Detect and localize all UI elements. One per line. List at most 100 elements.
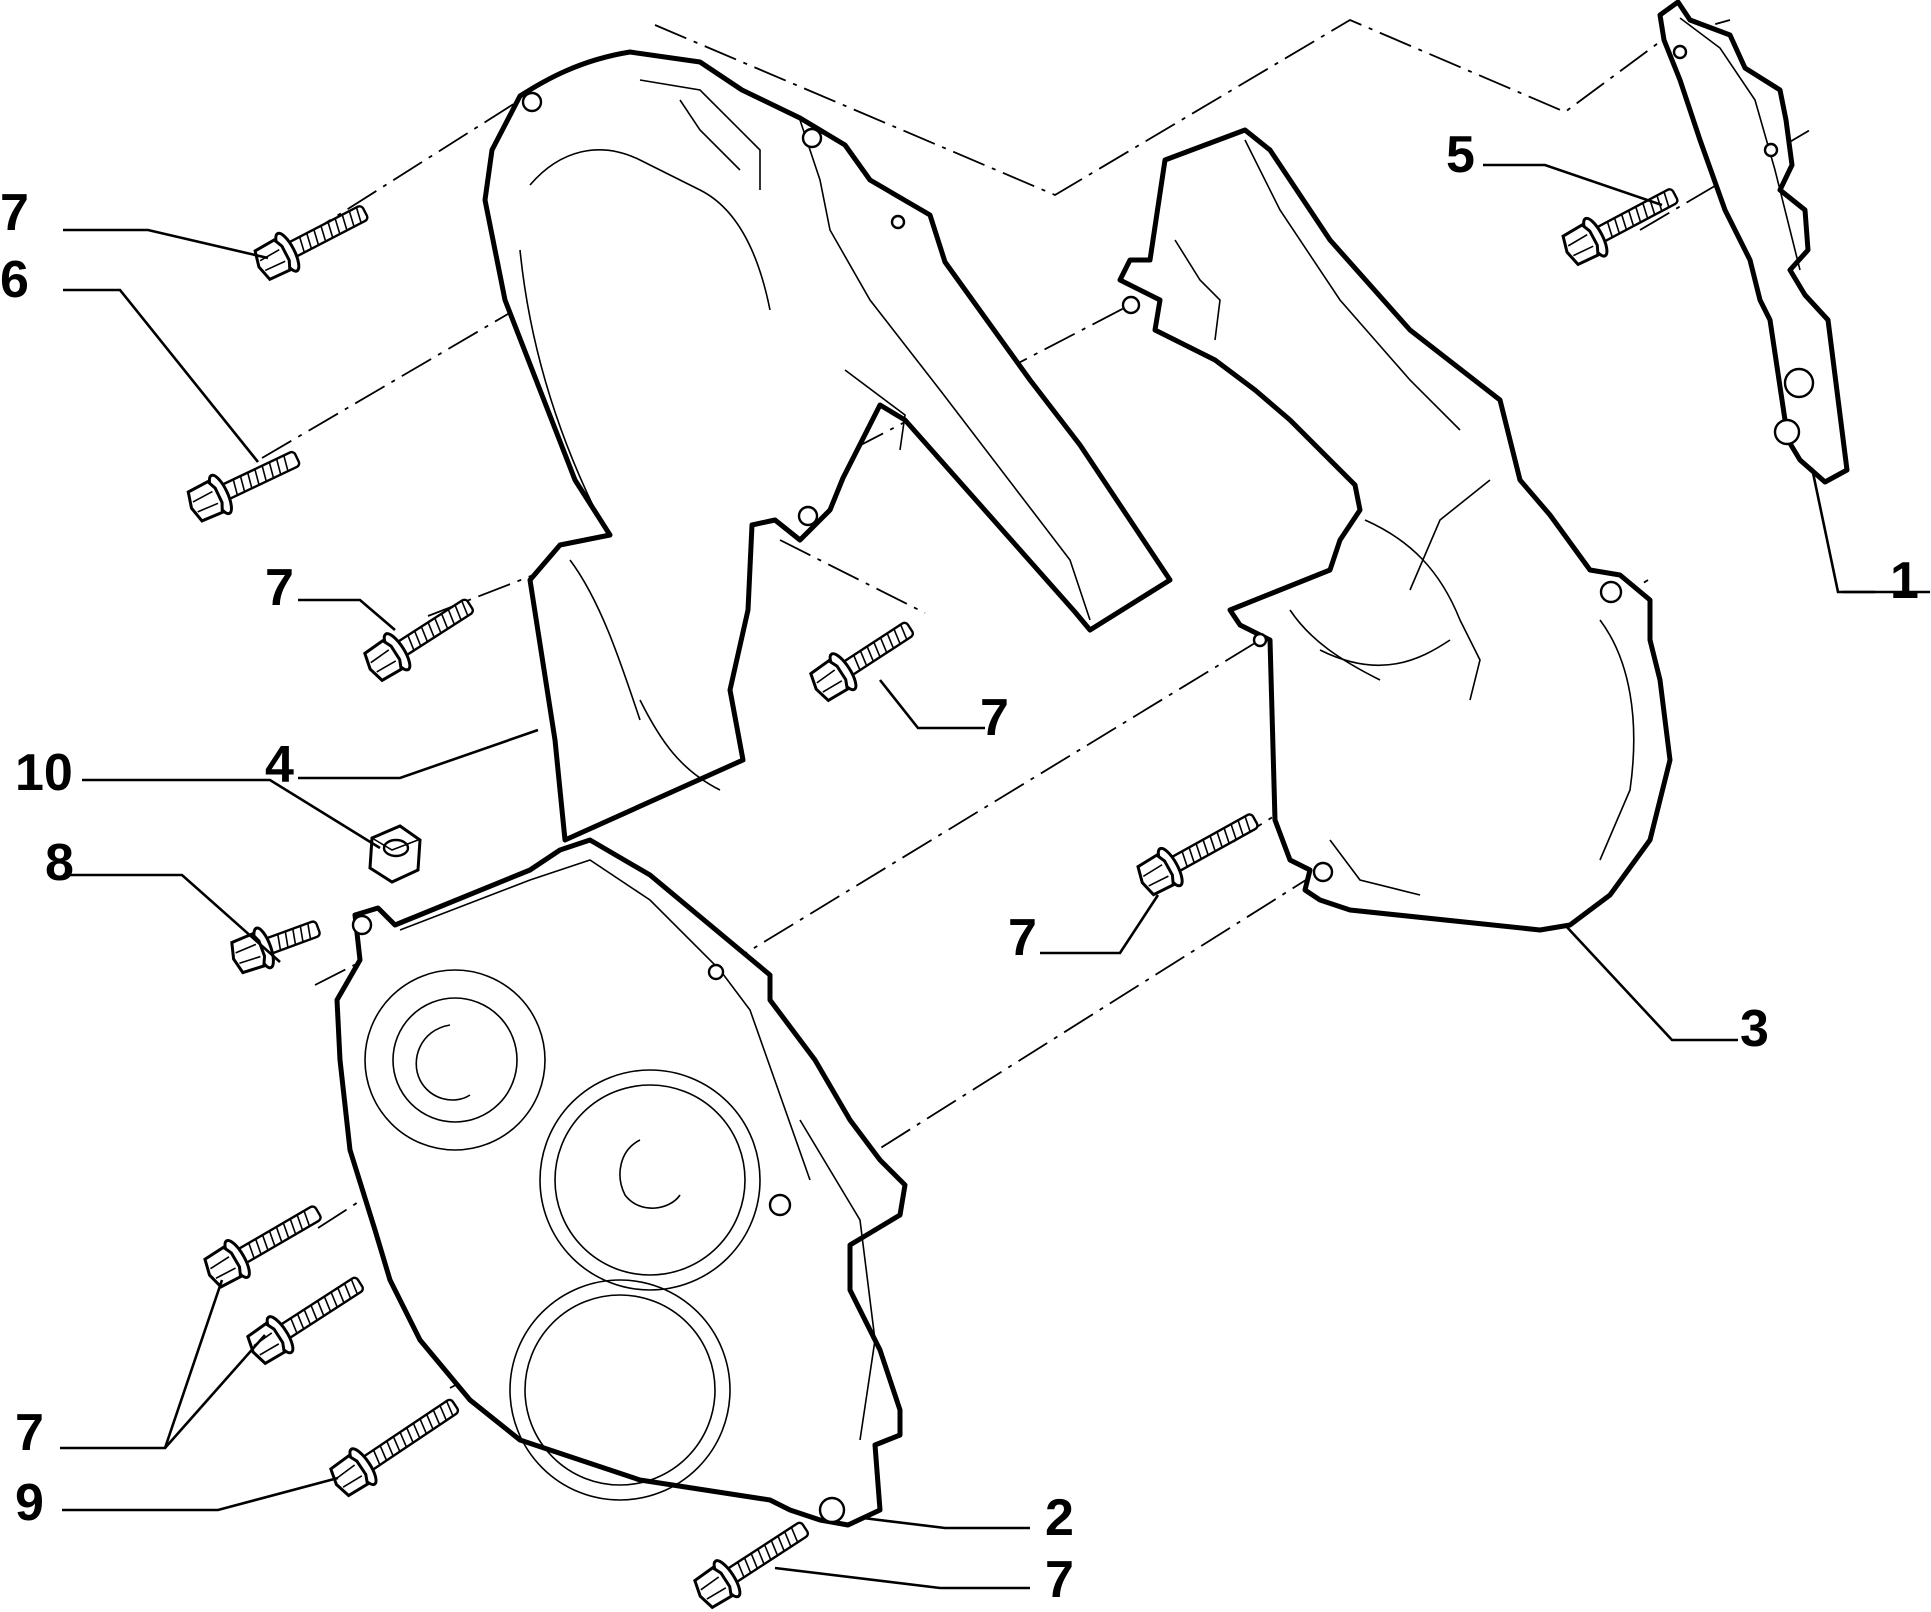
bolt-7-lower-1-thread-ridge (303, 1210, 311, 1227)
rear-cover (1117, 127, 1673, 933)
bolt-7-mid-right-thread-ridge (866, 646, 875, 662)
bolt-7-mid-left-thread-ridge (454, 604, 462, 621)
bolt-7-mid-left-thread-ridge (427, 622, 435, 638)
bolt-7-lower-2-thread-ridge (310, 1304, 318, 1321)
bolt-5-thread-ridge (1663, 191, 1670, 208)
stud-8 (230, 920, 321, 975)
bolt-7-lower-2-thread-ridge (316, 1300, 325, 1317)
bolt-7-bottom-thread-ridge (737, 1561, 745, 1578)
bolt-5-thread-ridge (1627, 210, 1635, 227)
bolt-7-lower-2-thread-ridge (303, 1309, 312, 1325)
callout-labels: 1 2 3 4 5 6 7 7 7 7 7 7 8 9 10 (0, 126, 1919, 1609)
bolt-9-thread-ridge (432, 1409, 441, 1426)
bolt-7-right-head-facets (1142, 864, 1169, 887)
bolt-7-bottom-thread-ridge (770, 1540, 779, 1556)
bolt-7-bottom (693, 1521, 810, 1610)
bolt-6-thread-ridge (246, 472, 253, 489)
bolt-7-mid-right-thread-ridge (893, 628, 901, 645)
bolt-9-head (329, 1454, 370, 1498)
bolt-7-lower-2-head (246, 1321, 286, 1366)
bolt-7-bottom-thread-ridge (777, 1535, 785, 1552)
nut (368, 824, 422, 884)
bolt-7-lower-2-thread-ridge (296, 1313, 305, 1330)
bolt-7-bottom-thread-ridge (763, 1544, 772, 1561)
bolt-6-thread-ridge (261, 465, 268, 482)
bolt-7-top-left-thread-ridge (348, 210, 355, 227)
bolt-9-head-facets (336, 1464, 363, 1488)
bolt-7-top-left-head (253, 238, 292, 282)
bolt-7-mid-right-thread-ridge (852, 654, 861, 671)
callout-2: 2 (1045, 1489, 1074, 1547)
bolt-7-right-thread-ridge (1216, 831, 1223, 848)
bolt-7-lower-1-thread-ridge (296, 1214, 304, 1231)
bolt-7-lower-2-thread-ridge (343, 1283, 352, 1299)
callout-7-bottom: 7 (1045, 1551, 1074, 1609)
bolt-7-bottom-thread-ridge (783, 1531, 792, 1548)
stud-8-thread-ridge (307, 923, 312, 940)
bolt-7-top-left-thread-ridge (305, 232, 313, 249)
bolt-9-shank (362, 1398, 460, 1471)
bolt-7-top-left-thread-ridge (320, 225, 327, 242)
bolt-7-top-left-shank (287, 205, 369, 258)
bolt-7-mid-right (809, 621, 915, 703)
bolt-6-head (186, 479, 224, 523)
bolt-9-thread-ridge (445, 1400, 454, 1417)
callout-3: 3 (1740, 1000, 1769, 1058)
bolt-7-top-left-thread-ridge (298, 236, 306, 253)
callout-7-mid-left: 7 (265, 559, 294, 617)
bolt-9-thread-ridge (419, 1418, 428, 1435)
bolt-7-mid-right-head (809, 658, 849, 703)
callout-5: 5 (1446, 126, 1475, 184)
bolt-7-top-left-thread-ridge (313, 229, 320, 246)
bolt-7-right-thread-ridge (1188, 847, 1195, 864)
bolt-7-lower-1-head (203, 1245, 243, 1289)
callout-8: 8 (45, 834, 74, 892)
bolt-6-head-facets (192, 490, 219, 513)
bolt-5-thread-ridge (1620, 213, 1628, 230)
bolt-7-top-left-thread-ridge (334, 218, 341, 235)
bolt-7-lower-2-thread-ridge (350, 1278, 359, 1295)
bolt-7-bottom-head-facets (700, 1576, 727, 1600)
bolt-7-lower-2 (246, 1276, 365, 1366)
callout-7-bottom-left: 7 (15, 1404, 44, 1462)
bolt-9 (329, 1398, 460, 1498)
bolt-7-lower-1-thread-ridge (289, 1218, 297, 1235)
bolt-7-top-left-head-facets (259, 248, 286, 272)
bolt-7-bottom-head (693, 1565, 733, 1610)
bolt-7-lower-1-thread-ridge (254, 1238, 262, 1255)
bolt-7-mid-left (363, 598, 474, 683)
bolt-7-right-thread-ridge (1202, 839, 1209, 856)
bolt-6 (186, 450, 301, 523)
bolt-7-right (1136, 813, 1259, 897)
bolt-7-lower-2-thread-ridge (290, 1317, 298, 1334)
bolt-7-bottom-thread-ridge (743, 1557, 752, 1574)
stud-8-thread-ridge (292, 928, 297, 945)
bolt-5-thread-ridge (1634, 206, 1642, 223)
callout-10: 10 (15, 744, 73, 802)
bolt-7-mid-right-head-facets (816, 669, 843, 693)
bolt-9-thread-ridge (372, 1449, 381, 1466)
bolt-6-thread-ridge (283, 455, 289, 472)
bolt-9-thread-ridge (405, 1427, 414, 1444)
bolt-7-bottom-thread-ridge (757, 1548, 765, 1565)
bolt-7-right-shank (1170, 813, 1259, 872)
bolt-7-lower-2-thread-ridge (323, 1296, 332, 1312)
stud-8-thread-ridge (276, 934, 282, 951)
lower-front-cover (334, 837, 908, 1528)
bolt-6-shank (220, 450, 301, 500)
bracket (1657, 0, 1850, 485)
bolt-9-thread-ridge (425, 1414, 434, 1430)
bolt-7-right-thread-ridge (1244, 816, 1251, 833)
bolt-5-thread-ridge (1642, 202, 1649, 219)
bolt-7-mid-left-thread-ridge (434, 617, 442, 634)
leader-lines (60, 163, 1930, 1590)
bolt-9-thread-ridge (399, 1431, 408, 1448)
bolt-6-thread-ridge (268, 462, 275, 479)
bolt-5-head (1561, 223, 1600, 267)
bolt-7-mid-left-thread-ridge (440, 613, 449, 630)
bolt-7-mid-left-thread-ridge (461, 600, 469, 617)
callout-4: 4 (265, 736, 294, 794)
bolt-7-bottom-thread-ridge (790, 1526, 799, 1543)
callout-6: 6 (0, 251, 29, 309)
stud-8-head-facets (235, 943, 261, 964)
